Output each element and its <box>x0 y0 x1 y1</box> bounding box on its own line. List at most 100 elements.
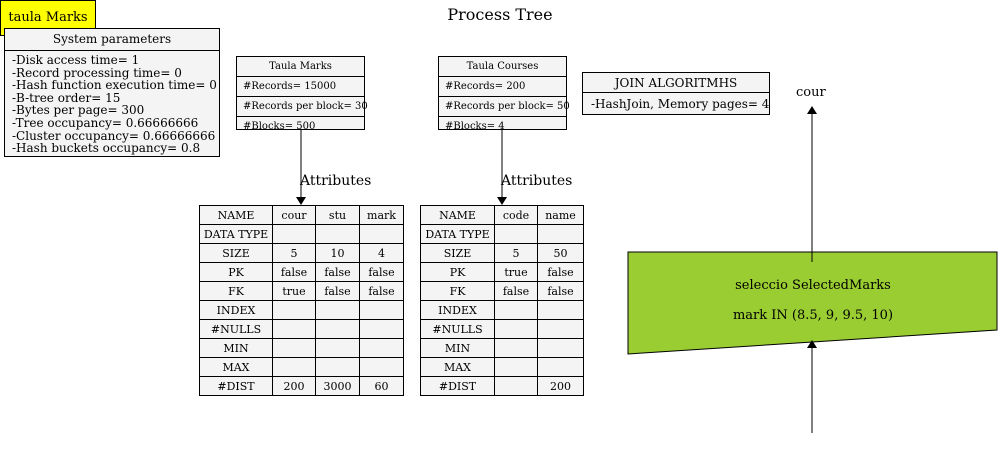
table-cell <box>537 319 584 339</box>
table-cell <box>494 319 538 339</box>
table-marks-records: #Records= 15000 <box>237 77 364 97</box>
table-cell: 3000 <box>315 376 360 396</box>
table-cell <box>494 376 538 396</box>
param-btree-order: -B-tree order= 15 <box>12 90 121 105</box>
table-marks-header: Taula Marks <box>237 57 364 77</box>
table-cell: MAX <box>420 357 495 377</box>
attributes-label-courses: Attributes <box>501 173 573 189</box>
table-marks-blocks: #Blocks= 500 <box>243 121 316 132</box>
table-cell <box>315 319 360 339</box>
param-cluster-occupancy: -Cluster occupancy= 0.66666666 <box>12 128 216 143</box>
table-cell <box>272 357 316 377</box>
table-cell: false <box>494 281 538 301</box>
column-header: name <box>537 205 584 225</box>
table-cell: 4 <box>359 243 404 263</box>
table-cell: false <box>537 281 584 301</box>
table-marks-stats[interactable]: Taula Marks #Records= 15000 #Records per… <box>236 56 368 132</box>
table-cell: 50 <box>537 243 584 263</box>
table-cell: FK <box>199 281 273 301</box>
system-parameters-panel: System parameters -Disk access time= 1 -… <box>4 28 220 157</box>
table-cell: 5 <box>494 243 538 263</box>
selection-operator-condition: mark IN (8.5, 9, 9.5, 10) <box>732 308 894 323</box>
table-cell: FK <box>420 281 495 301</box>
table-cell: true <box>494 262 538 282</box>
table-cell: false <box>359 281 404 301</box>
table-cell: #NULLS <box>199 319 273 339</box>
column-header: cour <box>272 205 316 225</box>
selection-operator-shape[interactable] <box>627 251 998 355</box>
table-cell <box>494 357 538 377</box>
table-cell: MIN <box>420 338 495 358</box>
join-algorithms-header: JOIN ALGORITMHS <box>583 73 769 93</box>
page-title: Process Tree <box>447 5 553 24</box>
table-cell <box>359 357 404 377</box>
table-cell <box>537 338 584 358</box>
table-cell <box>494 224 538 244</box>
table-courses-stats[interactable]: Taula Courses #Records= 200 #Records per… <box>438 56 570 132</box>
table-row: INDEX <box>199 300 404 320</box>
table-cell: PK <box>420 262 495 282</box>
table-cell <box>315 300 360 320</box>
param-bytes-per-page: -Bytes per page= 300 <box>12 103 145 118</box>
column-header: mark <box>359 205 404 225</box>
column-header: code <box>494 205 538 225</box>
table-cell: false <box>315 262 360 282</box>
table-cell: 200 <box>537 376 584 396</box>
table-row: #NULLS <box>199 319 404 339</box>
table-cell: DATA TYPE <box>420 224 495 244</box>
param-record-processing: -Record processing time= 0 <box>12 65 182 80</box>
table-cell <box>315 224 360 244</box>
table-cell: INDEX <box>199 300 273 320</box>
table-cell <box>537 224 584 244</box>
table-cell: #NULLS <box>420 319 495 339</box>
selection-operator-name: seleccio SelectedMarks <box>735 278 891 293</box>
table-cell <box>494 338 538 358</box>
param-tree-occupancy: -Tree occupancy= 0.66666666 <box>12 115 199 130</box>
table-cell: SIZE <box>199 243 273 263</box>
table-cell <box>272 338 316 358</box>
root-node-label[interactable]: cour <box>796 85 826 100</box>
table-cell: MAX <box>199 357 273 377</box>
param-hash-buckets: -Hash buckets occupancy= 0.8 <box>12 141 201 156</box>
attributes-label-marks: Attributes <box>300 173 372 189</box>
table-cell <box>272 300 316 320</box>
table-row: MAX <box>199 357 404 377</box>
table-cell <box>359 300 404 320</box>
table-row: DATA TYPE <box>420 224 584 244</box>
table-cell: false <box>272 262 316 282</box>
table-row: MIN <box>199 338 404 358</box>
table-cell: #DIST <box>199 376 273 396</box>
table-row: MIN <box>420 338 584 358</box>
param-disk-access: -Disk access time= 1 <box>12 53 140 67</box>
table-cell: #DIST <box>420 376 495 396</box>
table-cell: INDEX <box>420 300 495 320</box>
join-algorithms-panel: JOIN ALGORITMHS -HashJoin, Memory pages=… <box>582 72 770 115</box>
table-row: INDEX <box>420 300 584 320</box>
table-cell: 10 <box>315 243 360 263</box>
param-hash-function: -Hash function execution time= 0 <box>12 78 217 93</box>
table-cell <box>537 300 584 320</box>
column-header: stu <box>315 205 360 225</box>
table-cell: false <box>537 262 584 282</box>
column-header: NAME <box>420 205 495 225</box>
join-algorithms-body: -HashJoin, Memory pages= 4 <box>591 97 770 111</box>
table-cell: MIN <box>199 338 273 358</box>
table-courses-records: #Records= 200 <box>439 77 566 97</box>
system-parameters-list: -Disk access time= 1 -Record processing … <box>5 51 219 155</box>
table-cell <box>272 319 316 339</box>
system-parameters-header: System parameters <box>5 29 219 51</box>
table-cell: 200 <box>272 376 316 396</box>
table-cell: SIZE <box>420 243 495 263</box>
table-marks-records-per-block: #Records per block= 30 <box>237 97 368 117</box>
table-cell: false <box>359 262 404 282</box>
